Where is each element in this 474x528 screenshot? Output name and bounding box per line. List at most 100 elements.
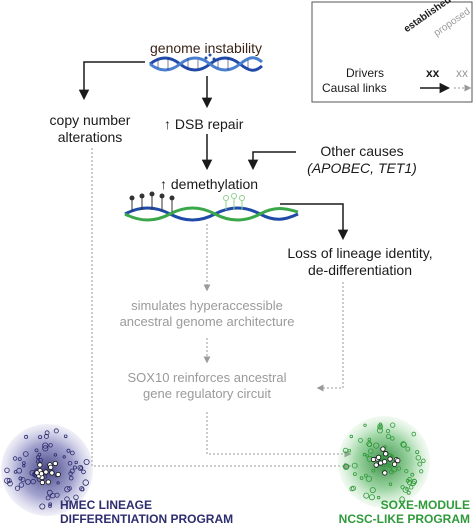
network-node — [363, 492, 370, 499]
node-hmec-program: HMEC LINEAGE DIFFERENTIATION PROGRAM — [60, 498, 233, 526]
network-hub-node — [383, 451, 389, 457]
network-hub-node — [34, 470, 40, 476]
node-hyperaccessible: simulates hyperaccessible ancestral geno… — [112, 298, 302, 330]
network-hub-node — [395, 457, 401, 464]
network-node — [18, 476, 23, 481]
network-node — [368, 494, 375, 501]
network-node — [48, 504, 52, 508]
network-node — [421, 458, 426, 463]
network-hub-node — [39, 479, 46, 486]
network-node — [39, 503, 46, 510]
network-node — [387, 463, 392, 468]
network-hub-node — [45, 479, 51, 485]
network-node — [342, 463, 350, 470]
network-node — [48, 443, 53, 448]
network-hub-node — [55, 471, 61, 478]
network-node — [63, 434, 68, 439]
network-node — [358, 437, 363, 443]
network-node — [17, 457, 22, 462]
network-node — [415, 450, 420, 455]
network-node — [68, 471, 73, 476]
network-node — [22, 451, 29, 457]
network-node — [37, 452, 42, 457]
node-loss-identity-line2: de-differentiation — [307, 262, 413, 278]
network-node — [406, 490, 411, 495]
network-node — [22, 464, 26, 468]
network-node — [408, 484, 414, 490]
network-node — [16, 467, 23, 474]
network-node — [351, 462, 358, 469]
network-node — [411, 431, 417, 437]
hmec-network-blob — [1, 424, 93, 516]
network-node — [400, 485, 405, 490]
network-node — [42, 442, 49, 449]
network-node — [376, 427, 383, 434]
network-node — [72, 465, 77, 470]
network-node — [359, 476, 364, 480]
network-node — [30, 478, 36, 485]
network-node — [390, 422, 396, 428]
network-node — [53, 453, 58, 457]
node-loss-identity: Loss of lineage identity, de-differentia… — [270, 245, 450, 279]
network-node — [80, 487, 85, 492]
network-hub-node — [382, 470, 388, 476]
node-hmec-line2: DIFFERENTIATION PROGRAM — [60, 512, 234, 526]
network-hub-node — [48, 464, 54, 470]
network-node — [352, 472, 357, 477]
network-node — [366, 441, 373, 447]
network-node — [64, 486, 71, 493]
network-node — [369, 487, 376, 494]
network-node — [12, 456, 18, 461]
network-node — [42, 445, 49, 452]
network-node — [365, 475, 372, 482]
network-hub-node — [52, 460, 58, 467]
network-node — [4, 467, 10, 473]
network-node — [46, 489, 53, 496]
network-hub-node — [37, 462, 43, 468]
node-dsb-repair: ↑ DSB repair — [164, 116, 244, 132]
network-node — [66, 448, 71, 453]
network-node — [419, 469, 424, 474]
network-node — [69, 468, 75, 474]
network-hub-node — [381, 459, 388, 465]
network-node — [79, 466, 83, 470]
network-node — [404, 469, 409, 474]
arrow-sox10-to-soxe — [206, 412, 352, 458]
network-node — [73, 494, 79, 500]
network-node — [62, 455, 66, 459]
network-node — [24, 434, 29, 439]
network-node — [363, 423, 367, 427]
network-node — [25, 478, 31, 485]
arrow-demethylation-to-loss-identity — [280, 203, 349, 241]
network-node — [378, 422, 383, 427]
soxe-network-blob — [338, 416, 430, 508]
network-node — [363, 473, 368, 478]
network-node — [415, 455, 421, 461]
network-hub-node — [43, 469, 49, 475]
node-sox10: SOX10 reinforces ancestral gene regulato… — [112, 370, 302, 402]
node-loss-identity-line1: Loss of lineage identity, — [287, 245, 433, 261]
network-node — [82, 479, 89, 486]
network-node — [34, 448, 39, 453]
network-node — [410, 472, 415, 477]
network-node — [376, 495, 381, 500]
network-node — [367, 437, 372, 442]
node-hyperaccessible-line2: ancestral genome architecture — [119, 314, 295, 329]
node-copy-number-line2: alterations — [57, 129, 123, 145]
network-node — [64, 496, 70, 502]
node-soxe-line2: NCSC-LIKE PROGRAM — [338, 512, 470, 526]
network-node — [50, 493, 56, 499]
network-node — [83, 458, 90, 465]
network-hub-node — [391, 461, 398, 467]
arrow-genome-to-copy-number — [78, 61, 145, 101]
network-node — [405, 446, 411, 452]
network-hub-node — [387, 456, 393, 462]
network-node — [56, 481, 60, 485]
node-soxe-line1: SOXE-MODULE — [380, 498, 470, 512]
network-node — [14, 485, 21, 491]
node-other-causes-line1: Other causes — [320, 143, 404, 159]
network-hub-node — [38, 471, 45, 477]
network-node — [349, 434, 353, 439]
network-node — [373, 442, 380, 449]
